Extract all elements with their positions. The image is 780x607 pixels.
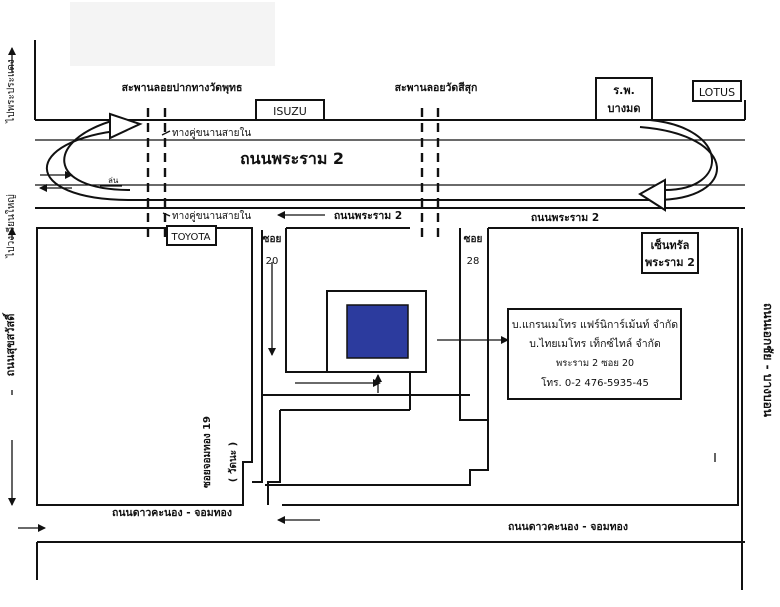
- isuzu-label: ISUZU: [273, 105, 307, 118]
- central-label-1: เซ็นทรัล: [651, 238, 690, 252]
- hospital-label-2: บางมด: [608, 102, 641, 115]
- rama2-label-mid: ถนนพระราม 2: [334, 210, 402, 222]
- factory-building: [346, 304, 409, 359]
- central-box: [641, 232, 699, 274]
- company-name-2: บ.ไทยเมโทร เท็กซ์ไทล์ จำกัด: [529, 336, 661, 350]
- soi20-number: 20: [266, 256, 279, 267]
- bridge-label-right: สะพานลอยวัดสีสุก: [395, 81, 478, 95]
- company-name-1: บ.แกรนเมโทร แฟร์นิการ์เม้นท์ จำกัด: [512, 318, 678, 331]
- to-pracha-uthit-label: ไปพระประแดง: [5, 59, 17, 124]
- scan-artifact: [70, 2, 275, 66]
- pedestrian-bridges: [146, 108, 440, 242]
- frontage-label-bottom: ทางคู่ขนานสายใน: [172, 210, 251, 222]
- lotus-label: LOTUS: [699, 86, 735, 99]
- bridge-label-left: สะพานลอยปากทางวัดพุทธ: [122, 82, 243, 95]
- company-address: พระราม 2 ซอย 20: [556, 358, 634, 369]
- ekachai-road-label: ถนนเอกชัย - บางบอน: [761, 303, 775, 418]
- company-phone: โทร. 0-2 476-5935-45: [541, 376, 649, 389]
- u-turn-loop: [39, 112, 718, 212]
- soi20-label: ซอย: [263, 234, 282, 245]
- lotus-box: [692, 80, 742, 102]
- dao-khanong-label-right: ถนนดาวคะนอง - จอมทอง: [508, 521, 628, 533]
- rama2-main-label: ถนนพระราม 2: [240, 149, 344, 168]
- toyota-box: [166, 225, 217, 246]
- suksawat-road-label: ถนนสุขสวัสดิ์: [2, 312, 18, 376]
- frontage-label-fragment: ล่น: [108, 176, 119, 185]
- isuzu-box: [255, 99, 325, 121]
- frontage-arrow-bottom: [162, 212, 171, 217]
- dao-khanong-road-lines: [8, 47, 745, 580]
- to-wongwian-yai-label: ไปวงเวียนใหญ่: [5, 194, 17, 259]
- toyota-label: TOYOTA: [170, 232, 210, 243]
- hospital-box: [595, 77, 653, 121]
- frontage-label-top: ทางคู่ขนานสายใน: [172, 127, 251, 139]
- soi-chomthong-alt-label: ( วัดนะ ): [227, 442, 239, 482]
- company-info-box: [507, 308, 682, 400]
- central-label-2: พระราม 2: [645, 256, 695, 269]
- soi28-number: 28: [467, 256, 480, 267]
- soi28-label: ซอย: [464, 234, 483, 245]
- hospital-label-1: ร.พ.: [613, 84, 635, 97]
- rama2-label-right: ถนนพระราม 2: [531, 212, 599, 224]
- frontage-arrow-top: [161, 130, 171, 136]
- left-block: [36, 227, 253, 506]
- soi20-block: [252, 227, 739, 506]
- soi-chomthong-label: ซอยจอมทอง 19: [202, 416, 213, 488]
- dao-khanong-label-left: ถนนดาวคะนอง - จอมทอง: [112, 507, 232, 519]
